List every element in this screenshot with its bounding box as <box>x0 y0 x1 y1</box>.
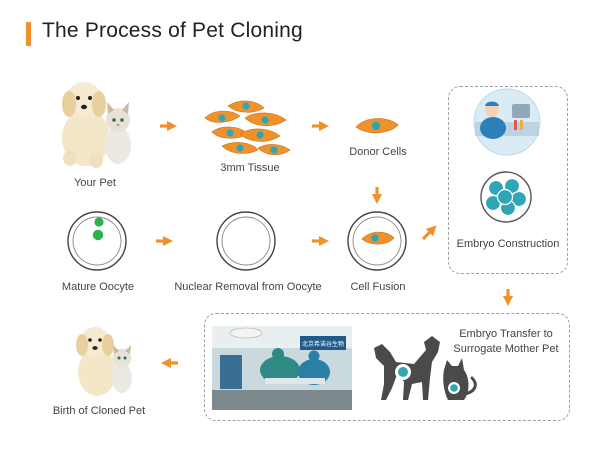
operating-room-photo: 北京希诺谷生物 <box>212 326 352 410</box>
process-arrows <box>156 120 514 369</box>
label-mature-oocyte: Mature Oocyte <box>61 281 135 293</box>
cell-fusion-image <box>347 211 407 271</box>
your-pet-image <box>62 82 131 168</box>
label-tissue: 3mm Tissue <box>220 162 280 174</box>
mature-oocyte-image <box>67 211 127 271</box>
label-donor-cells: Donor Cells <box>349 146 407 158</box>
enucleated-oocyte-image <box>216 211 276 271</box>
tissue-cells-image <box>204 100 291 155</box>
label-embryo-transfer-line1: Embryo Transfer to <box>459 328 553 340</box>
label-nuclear-removal: Nuclear Removal from Oocyte <box>174 281 322 293</box>
tissue-nuclei <box>218 102 278 154</box>
lab-photo <box>473 88 541 156</box>
embryo-image <box>480 171 532 223</box>
operating-room-sign: 北京希诺谷生物 <box>302 340 344 348</box>
surrogate-pets-silhouette <box>374 336 477 400</box>
label-embryo-construction: Embryo Construction <box>456 238 560 250</box>
arrow-fusion-to-embryo <box>421 225 437 241</box>
label-cell-fusion: Cell Fusion <box>350 281 406 293</box>
embryo-transfer-panel <box>204 313 570 421</box>
embryo-construction-panel <box>448 86 568 274</box>
page-title: The Process of Pet Cloning <box>42 19 303 42</box>
label-embryo-transfer-line2: Surrogate Mother Pet <box>453 343 559 355</box>
label-your-pet: Your Pet <box>74 177 116 189</box>
donor-cell-image <box>355 118 399 134</box>
title-accent-bar <box>26 22 31 46</box>
cloned-pet-image <box>76 327 132 396</box>
label-birth-of-cloned-pet: Birth of Cloned Pet <box>52 405 146 417</box>
